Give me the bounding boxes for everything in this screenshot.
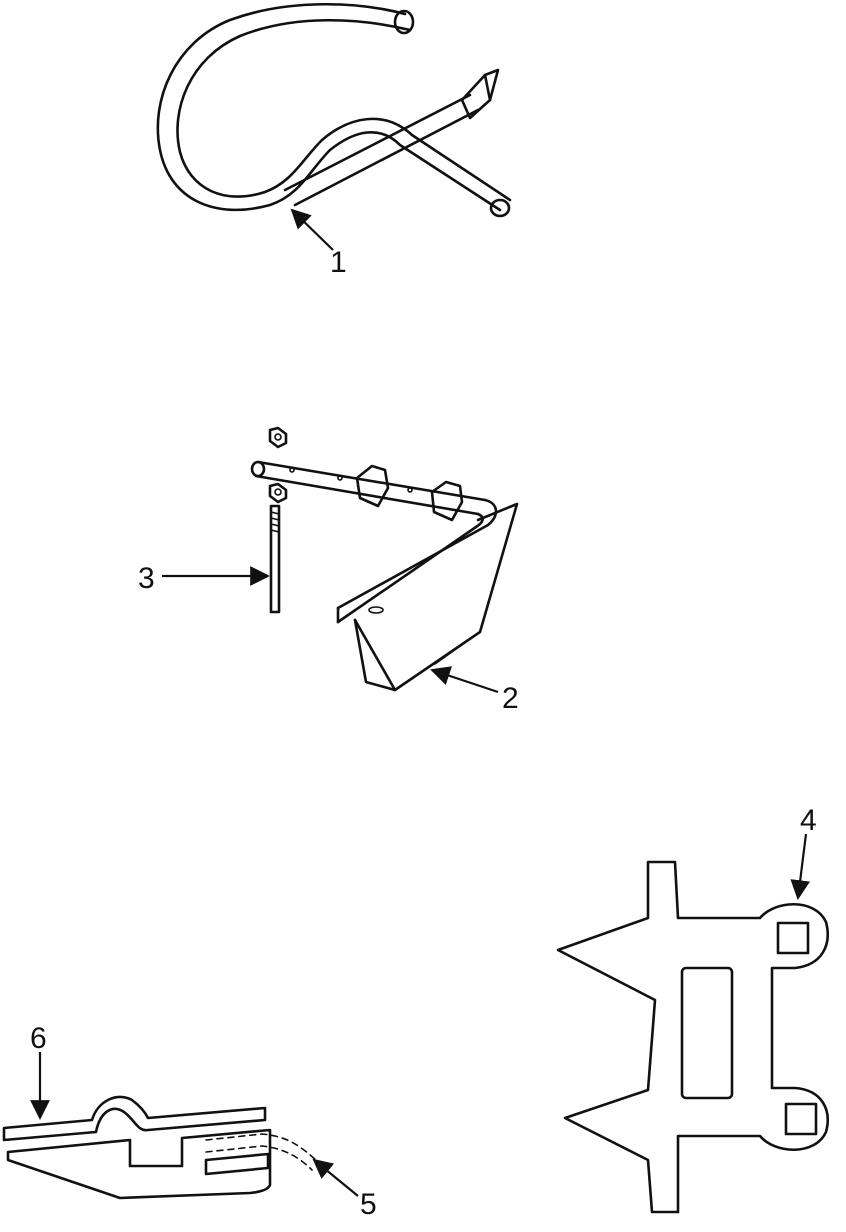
callout-4: 4 [790, 804, 817, 900]
callout-1: 1 [290, 208, 347, 279]
callout-4-label: 4 [800, 804, 817, 837]
part-3-bolt-with-nuts [268, 426, 288, 614]
part-6-upper-strip [2, 1095, 267, 1142]
callout-5: 5 [312, 1158, 377, 1221]
callout-6: 6 [30, 1022, 50, 1120]
part-1-curved-tine [156, 2, 512, 218]
callout-2-label: 2 [502, 682, 519, 715]
callout-3: 3 [138, 562, 270, 595]
part-4-sweep-plate [556, 860, 829, 1214]
callout-1-label: 1 [330, 246, 347, 279]
callout-5-label: 5 [360, 1188, 377, 1221]
callout-3-label: 3 [138, 562, 155, 595]
callout-6-label: 6 [30, 1022, 47, 1055]
part-2-shield-assembly [250, 460, 519, 692]
callout-2: 2 [430, 666, 519, 715]
part-5-runner-plate [6, 1128, 323, 1200]
